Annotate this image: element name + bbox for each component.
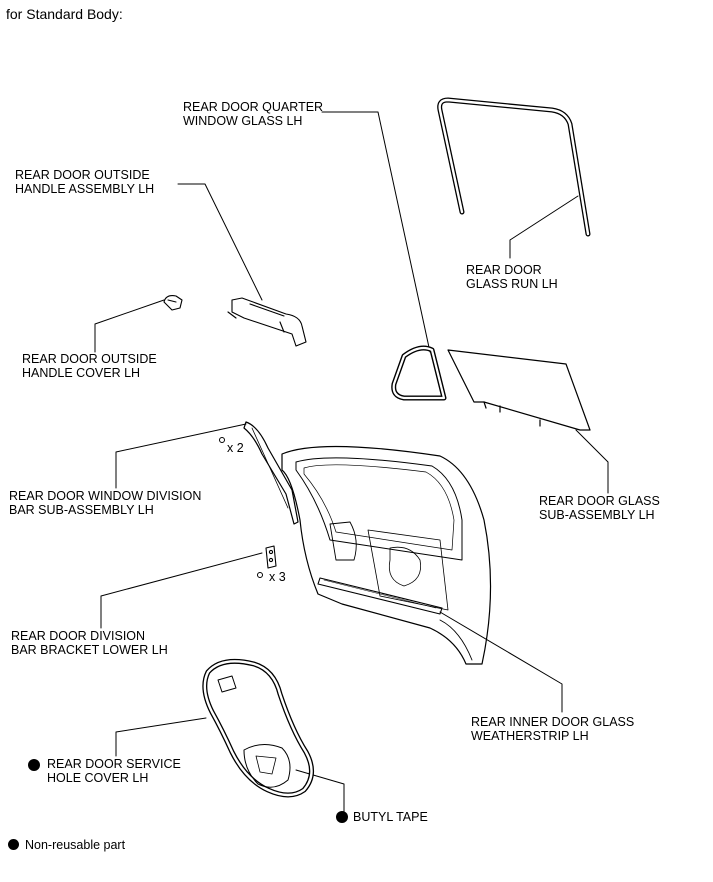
leader-quarter-glass bbox=[321, 111, 431, 353]
label-division-bar-line2: BAR SUB-ASSEMBLY LH bbox=[9, 503, 154, 517]
glass-run-part bbox=[437, 97, 591, 237]
label-division-bar: REAR DOOR WINDOW DIVISION BAR SUB-ASSEMB… bbox=[9, 489, 201, 517]
label-weatherstrip-line1: REAR INNER DOOR GLASS bbox=[471, 715, 635, 729]
label-handle-cover-line2: HANDLE COVER LH bbox=[22, 366, 141, 380]
label-handle-cover-line1: REAR DOOR OUTSIDE bbox=[22, 352, 157, 366]
label-outside-handle-line1: REAR DOOR OUTSIDE bbox=[15, 168, 150, 182]
leader-division-bar bbox=[115, 423, 247, 489]
bracket-lower-part bbox=[265, 545, 277, 569]
handle-cover-part bbox=[163, 295, 183, 311]
outside-handle-part bbox=[227, 297, 307, 347]
label-weatherstrip: REAR INNER DOOR GLASS WEATHERSTRIP LH bbox=[471, 715, 634, 743]
leader-glass-sub bbox=[575, 429, 609, 494]
leader-weatherstrip bbox=[439, 611, 563, 713]
label-outside-handle: REAR DOOR OUTSIDE HANDLE ASSEMBLY LH bbox=[15, 168, 154, 196]
legend-dot bbox=[8, 839, 19, 850]
quantity-division-bar-screws: x 2 bbox=[227, 441, 244, 455]
label-bracket-lower: REAR DOOR DIVISION BAR BRACKET LOWER LH bbox=[11, 629, 168, 657]
label-bracket-lower-line2: BAR BRACKET LOWER LH bbox=[11, 643, 168, 657]
leader-lines bbox=[94, 111, 609, 815]
quantity-bracket-bolts: x 3 bbox=[269, 570, 286, 584]
non-reusable-mark-service-cover bbox=[28, 759, 40, 771]
label-handle-cover: REAR DOOR OUTSIDE HANDLE COVER LH bbox=[22, 352, 157, 380]
bracket-bolt bbox=[257, 572, 263, 578]
leader-handle-cover bbox=[94, 299, 165, 353]
label-quarter-glass-line2: WINDOW GLASS LH bbox=[183, 114, 303, 128]
label-service-cover-line2: HOLE COVER LH bbox=[47, 771, 149, 785]
label-glass-sub-line2: SUB-ASSEMBLY LH bbox=[539, 508, 655, 522]
leader-outside-handle bbox=[177, 183, 263, 301]
label-weatherstrip-line2: WEATHERSTRIP LH bbox=[471, 729, 589, 743]
label-glass-sub-line1: REAR DOOR GLASS bbox=[539, 494, 660, 508]
service-cover-part bbox=[202, 658, 314, 798]
weatherstrip-part bbox=[317, 577, 443, 615]
label-division-bar-line1: REAR DOOR WINDOW DIVISION bbox=[9, 489, 202, 503]
label-service-cover-line1: REAR DOOR SERVICE bbox=[47, 757, 181, 771]
diagram-header: for Standard Body: bbox=[6, 6, 123, 22]
leader-bracket-lower bbox=[100, 552, 263, 629]
door-glass-part bbox=[447, 349, 591, 431]
label-glass-run: REAR DOOR GLASS RUN LH bbox=[466, 263, 558, 291]
label-outside-handle-line2: HANDLE ASSEMBLY LH bbox=[15, 182, 155, 196]
label-quarter-glass: REAR DOOR QUARTER WINDOW GLASS LH bbox=[183, 100, 323, 128]
label-butyl-tape: BUTYL TAPE bbox=[353, 810, 428, 824]
leader-glass-run bbox=[509, 195, 579, 259]
label-glass-sub: REAR DOOR GLASS SUB-ASSEMBLY LH bbox=[539, 494, 660, 522]
non-reusable-mark-butyl-tape bbox=[336, 811, 348, 823]
legend: Non-reusable part bbox=[8, 838, 125, 852]
label-glass-run-line1: REAR DOOR bbox=[466, 263, 542, 277]
leader-service-cover bbox=[115, 717, 207, 757]
door-panel-part bbox=[281, 445, 492, 665]
label-service-cover: REAR DOOR SERVICE HOLE COVER LH bbox=[47, 757, 181, 785]
label-butyl-tape-line1: BUTYL TAPE bbox=[353, 810, 428, 824]
legend-text: Non-reusable part bbox=[25, 838, 126, 852]
division-bar-screw bbox=[219, 437, 225, 443]
division-bar-part bbox=[243, 421, 299, 525]
label-glass-run-line2: GLASS RUN LH bbox=[466, 277, 558, 291]
quarter-glass-part bbox=[391, 345, 447, 401]
label-bracket-lower-line1: REAR DOOR DIVISION bbox=[11, 629, 146, 643]
label-quarter-glass-line1: REAR DOOR QUARTER bbox=[183, 100, 324, 114]
